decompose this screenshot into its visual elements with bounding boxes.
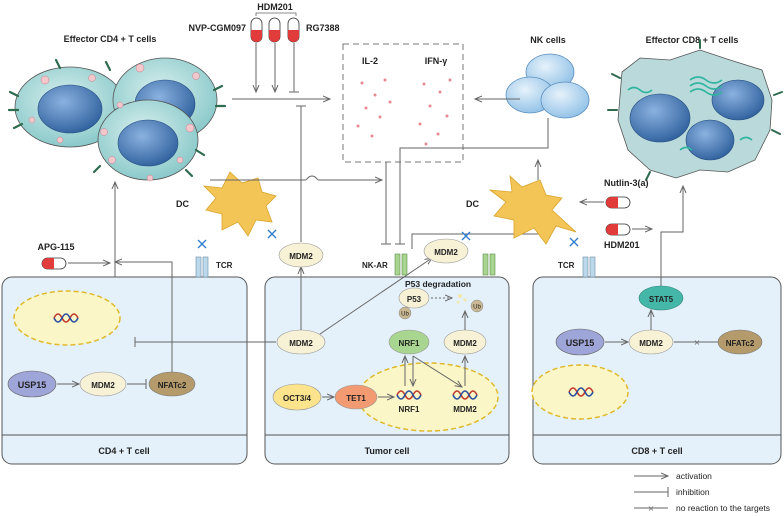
- ub-label-right: Ub: [473, 305, 481, 311]
- nk-cell-cluster: [505, 53, 590, 119]
- nfatc2-label-cd8: NFATc2: [726, 339, 755, 348]
- ub-label-left: Ub: [401, 312, 409, 318]
- usp15-label-cd8: USP15: [566, 338, 595, 348]
- hdm201-pill: [605, 223, 631, 236]
- no-reaction-cross-icon: ×: [648, 504, 655, 513]
- scissors-icon: [267, 229, 277, 239]
- dna-icon: [396, 390, 422, 400]
- cd4-panel-title: CD4 + T cell: [98, 446, 149, 456]
- tet1-label: TET1: [346, 394, 366, 403]
- usp15-node-cd8: [555, 328, 605, 356]
- mdm2-node-top: [278, 242, 324, 268]
- scissors-icon: [461, 231, 471, 241]
- mdm2-node-cd4: [79, 371, 127, 397]
- nrf1-gene-label: NRF1: [399, 405, 420, 414]
- nvp-cgm097-label: NVP-CGM097: [188, 23, 246, 33]
- mdm2-node-nk: [423, 238, 469, 264]
- mdm2-label-tumor-left: MDM2: [289, 339, 313, 348]
- cd8-nucleus: [531, 364, 629, 420]
- ub-icon: [398, 306, 412, 320]
- dc-cell-right: [488, 174, 577, 245]
- ub-icon: [470, 299, 484, 313]
- nrf1-label: NRF1: [399, 339, 420, 348]
- tumor-panel-title: Tumor cell: [365, 446, 410, 456]
- cd8-effector-label: Effector CD8 + T cells: [646, 35, 739, 45]
- cytokine-dots-icon: [356, 78, 452, 146]
- tet1-node: [334, 384, 378, 410]
- mdm2-label-top: MDM2: [289, 252, 313, 261]
- oct-node: [272, 383, 322, 411]
- nutlin-label: Nutlin-3(a): [604, 178, 649, 188]
- legend-inhibition-label: inhibition: [676, 487, 710, 497]
- nutlin-pill: [605, 196, 631, 209]
- p53-degradation-label: P53 degradation: [405, 279, 471, 289]
- cytokine-box: [342, 43, 464, 163]
- cd8-effector-cell-cluster: [607, 39, 783, 181]
- p53-node: [398, 287, 430, 309]
- no-reaction-cross-icon: ×: [694, 338, 701, 347]
- legend-activation-label: activation: [676, 471, 712, 481]
- dna-icon: [452, 390, 478, 400]
- apg115-label: APG-115: [37, 242, 74, 252]
- drug-pill-icon: [287, 17, 300, 43]
- drug-pill-icon: [268, 17, 281, 43]
- cd4-effector-cell-cluster: [7, 57, 227, 182]
- p53-label: P53: [407, 295, 422, 304]
- cd8-panel-title: CD8 + T cell: [631, 446, 682, 456]
- drug-pill-icon: [250, 17, 263, 43]
- mdm2-label-tumor-right: MDM2: [453, 339, 477, 348]
- mdm2-label-nk: MDM2: [434, 248, 458, 257]
- usp15-label-cd4: USP15: [18, 380, 47, 390]
- stat5-label: STAT5: [649, 295, 674, 304]
- dna-icon: [568, 387, 594, 397]
- dc-label-right: DC: [466, 199, 479, 209]
- nrf1-node: [388, 329, 430, 355]
- nfatc2-node-cd8: [717, 329, 763, 355]
- dna-icon: [53, 313, 79, 323]
- scissors-icon: [197, 239, 207, 249]
- rg7388-label: RG7388: [306, 23, 340, 33]
- oct-label: OCT3/4: [283, 394, 312, 403]
- cd4-effector-label: Effector CD4 + T cells: [64, 34, 157, 44]
- nkar-label: NK-AR: [362, 261, 388, 270]
- legend-no-reaction-label: no reaction to the targets: [676, 503, 770, 513]
- mdm2-label-cd8: MDM2: [639, 339, 663, 348]
- dc-label-left: DC: [176, 199, 189, 209]
- tcr-label-left: TCR: [216, 261, 233, 270]
- apg115-pill: [41, 257, 67, 270]
- mdm2-label-cd4: MDM2: [91, 381, 115, 390]
- mdm2-gene-label: MDM2: [453, 405, 477, 414]
- hdm201-right-label: HDM201: [604, 240, 640, 250]
- cd4-nucleus: [13, 290, 121, 346]
- ifng-label: IFN-γ: [425, 56, 448, 66]
- usp15-node-cd4: [7, 370, 57, 398]
- scissors-icon: [569, 237, 579, 247]
- tcr-label-right: TCR: [558, 261, 575, 270]
- il2-label: IL-2: [362, 56, 378, 66]
- hdm201-group-label: HDM201: [257, 2, 293, 12]
- nk-cells-label: NK cells: [530, 35, 566, 45]
- dc-cell-left: [202, 171, 277, 237]
- nfatc2-label-cd4: NFATc2: [158, 381, 187, 390]
- degraded-fragments-icon: [456, 294, 467, 304]
